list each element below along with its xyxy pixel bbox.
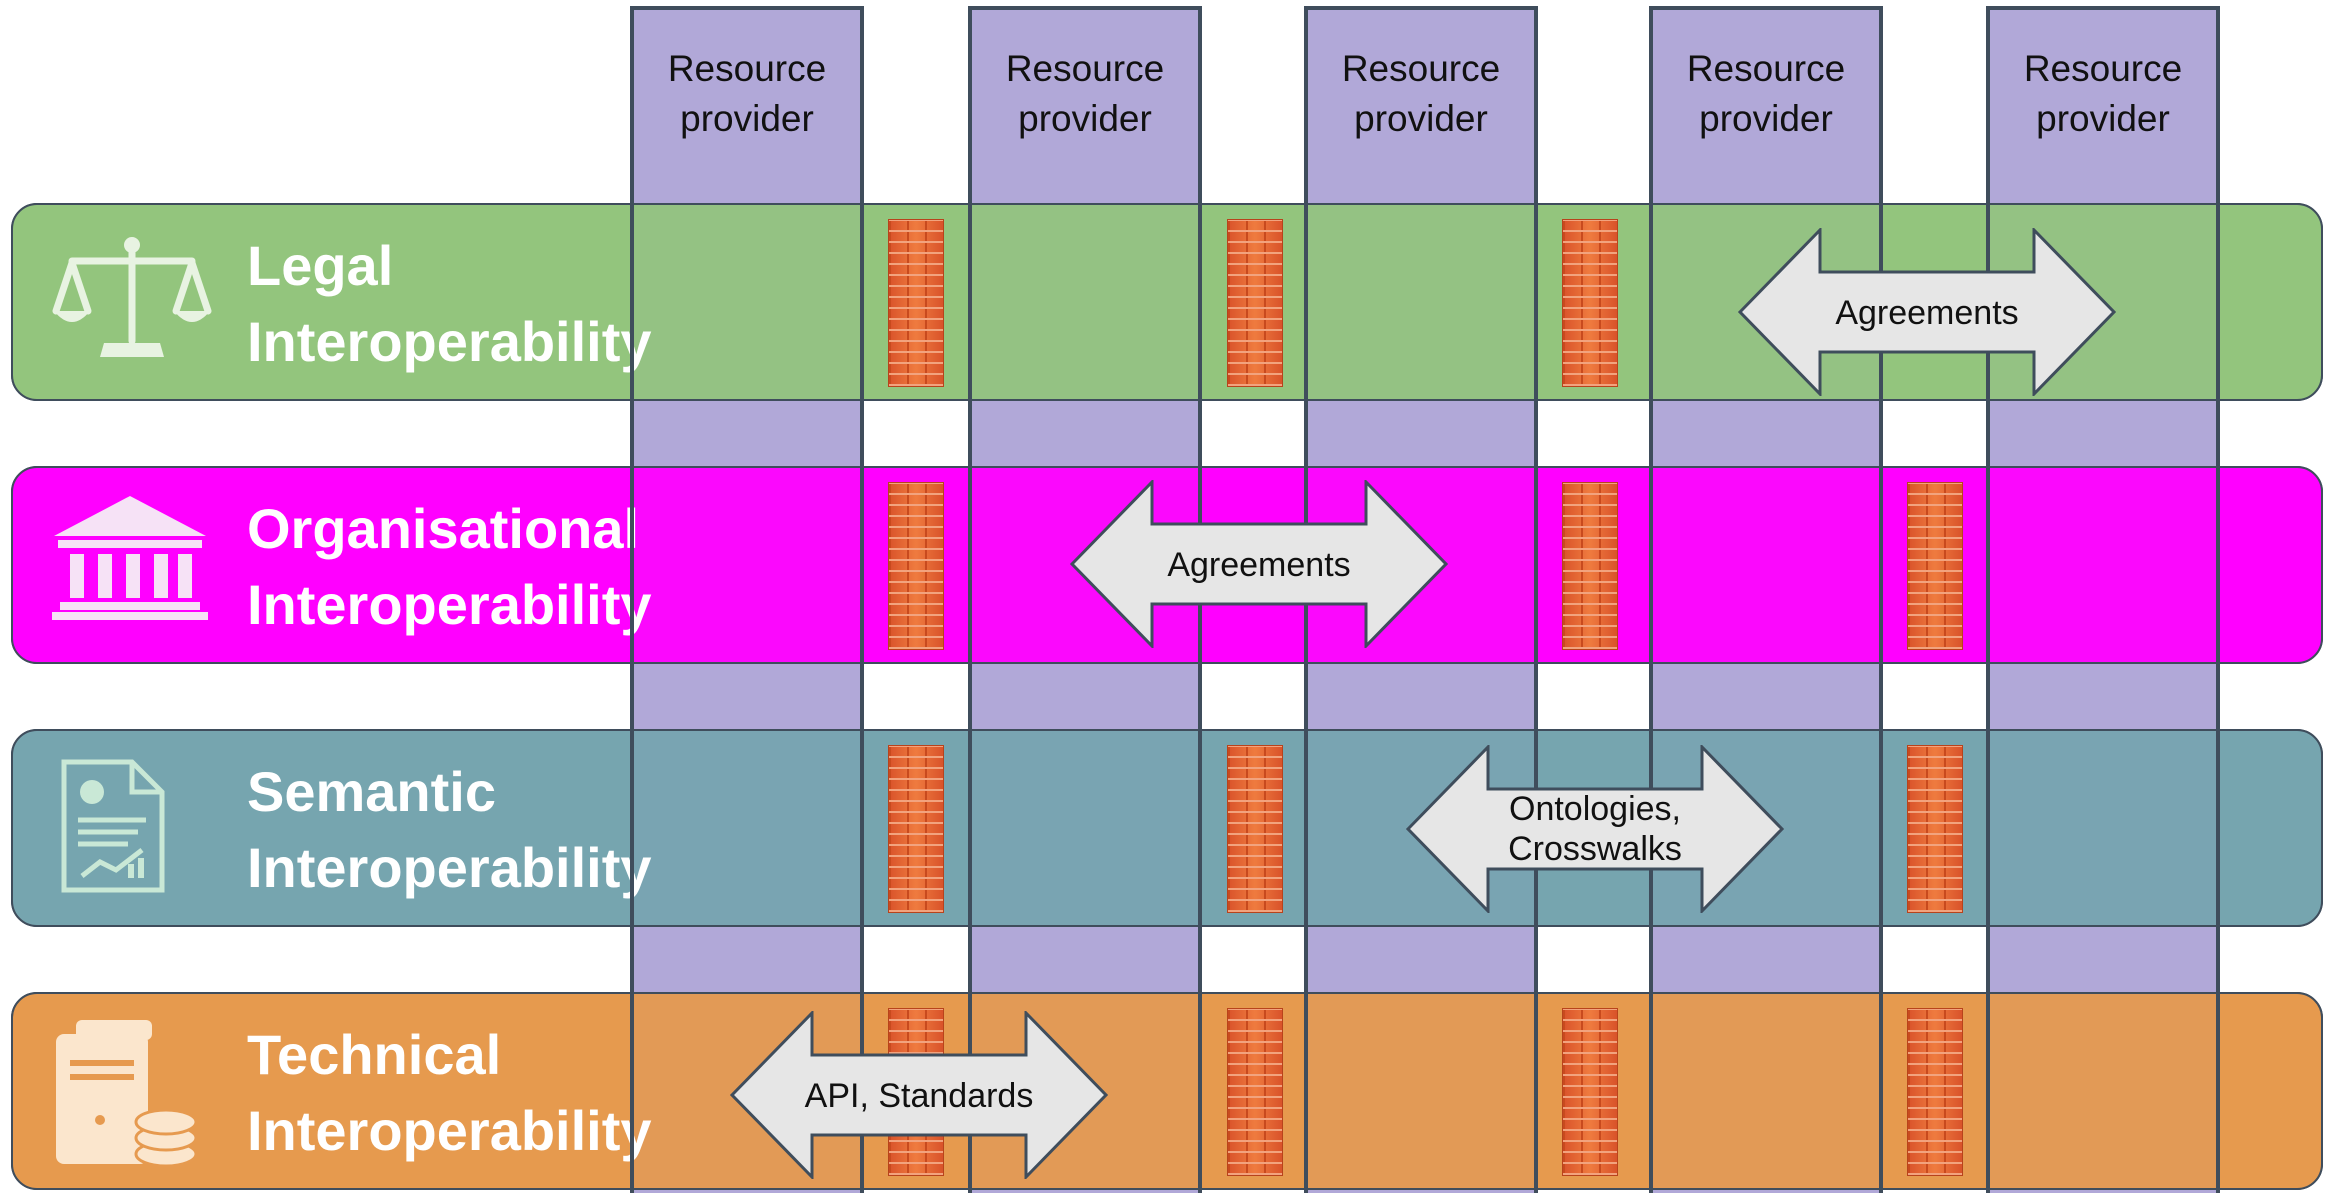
brick-wall xyxy=(1562,219,1618,387)
document-chart-icon xyxy=(61,759,165,893)
technical-bridge-arrow xyxy=(730,1011,1108,1179)
brick-wall xyxy=(1562,482,1618,650)
legal-bridge-arrow xyxy=(1738,228,2116,396)
brick-wall xyxy=(1907,745,1963,913)
brick-wall xyxy=(888,219,944,387)
technical-bridge-label: API, Standards xyxy=(804,1077,1034,1115)
brick-wall xyxy=(888,745,944,913)
brick-wall xyxy=(1227,1008,1283,1176)
legal-bridge-label: Agreements xyxy=(1835,294,2019,332)
semantic-bridge-arrow xyxy=(1406,745,1784,913)
server-database-icon xyxy=(56,1020,198,1168)
brick-wall xyxy=(888,482,944,650)
brick-wall xyxy=(1907,1008,1963,1176)
brick-wall xyxy=(1562,1008,1618,1176)
institution-icon xyxy=(52,496,208,620)
semantic-bridge-label: Ontologies,Crosswalks xyxy=(1508,790,1682,868)
scales-icon xyxy=(52,237,212,357)
brick-wall xyxy=(1907,482,1963,650)
organisational-bridge-label: Agreements xyxy=(1167,546,1351,584)
brick-wall xyxy=(1227,745,1283,913)
organisational-bridge-arrow xyxy=(1070,480,1448,648)
brick-wall xyxy=(1227,219,1283,387)
